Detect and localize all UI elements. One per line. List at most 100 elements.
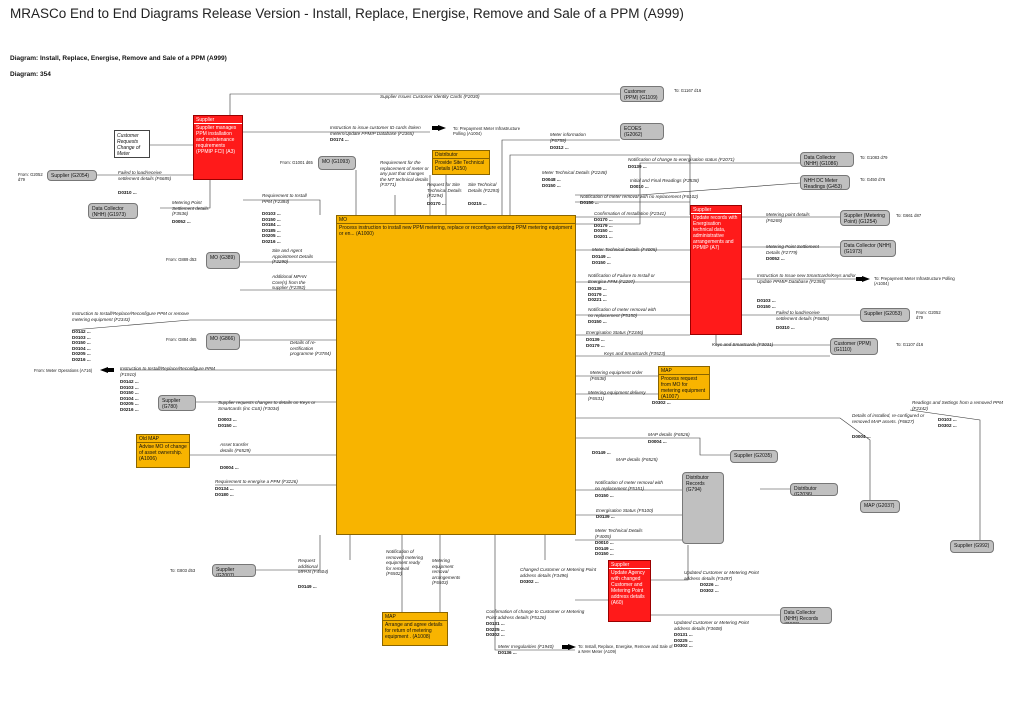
- ref-note: From: Meter Operations (A716): [34, 368, 93, 373]
- flow-label: MAP details (F6526): [648, 432, 690, 437]
- map-order-header: MAP: [659, 368, 709, 375]
- flow-label: MAP details (F6525): [616, 457, 658, 462]
- party-map-g2037[interactable]: MAP (G2037): [860, 500, 900, 513]
- flow-codes: D0310 ...: [118, 190, 137, 195]
- arrow-right-icon: [568, 644, 576, 650]
- party-dc-nhh-right[interactable]: Data Collector (NHH) (G1086): [800, 152, 854, 167]
- arrow-right-icon: [432, 126, 438, 130]
- supplier-update-text: Update records with Energisation technic…: [693, 215, 738, 251]
- flow-codes: D0004 ...: [648, 439, 667, 444]
- supplier-agency-process[interactable]: Supplier Update Agency with changed Cust…: [608, 560, 651, 622]
- flow-codes: D0052 ...: [766, 256, 785, 261]
- flow-codes: D0170 ...: [427, 201, 446, 206]
- connector-line: [575, 162, 800, 225]
- connector-line: [575, 182, 801, 196]
- map-order-process[interactable]: MAP Process request from MO for metering…: [658, 366, 710, 400]
- connector-line: [715, 335, 830, 346]
- flow-codes: D0170 ... D0179 ... D0150 ... D0201 ...: [594, 217, 613, 239]
- connector-line: [229, 93, 620, 115]
- ref-note: To: Install, Replace, Energise, Remove a…: [578, 644, 673, 654]
- flow-label: Additional MPAN Core(s) from the supplie…: [272, 274, 307, 291]
- ref-note: To: G1107 d16: [896, 342, 924, 347]
- old-map-text: Advise MO of change of asset ownership. …: [139, 444, 187, 462]
- supplier-update-process[interactable]: Supplier Update records with Energisatio…: [690, 205, 742, 335]
- flow-label: Supplier Issues Customer Identity Cards …: [380, 94, 480, 99]
- flow-label: Meter Irregularities (F1940): [498, 644, 554, 649]
- customer-request-text: Customer Requests Change of Meter (F2050…: [117, 133, 141, 157]
- flow-label: Requirement to energise a PPM (F3226): [215, 479, 298, 484]
- supplier-ppm-header: Supplier: [194, 117, 242, 124]
- party-dc-nhh-right2[interactable]: Data Collector (NHH) (G1973): [840, 240, 896, 257]
- flow-codes: D0003 ... D0150 ...: [218, 417, 237, 428]
- flow-label: Metering Point Settlement details (F3536…: [172, 200, 209, 217]
- flow-label: Initial and Final Readings (F2538): [630, 178, 699, 183]
- flow-codes: D0142 ... D0103 ... D0150 ... D0104 ... …: [120, 379, 139, 412]
- party-supplier-g2035[interactable]: Supplier (G2035): [730, 450, 778, 463]
- page-title: MRASCo End to End Diagrams Release Versi…: [10, 6, 684, 21]
- flow-codes: D0139 ... D0179 ...: [586, 337, 605, 348]
- flow-label: Metering equipment removal arrangements …: [432, 558, 461, 586]
- ref-note: From: G1001 d65: [280, 160, 313, 165]
- flow-codes: D0149 ...: [592, 450, 611, 455]
- flow-codes: D0302 ...: [652, 400, 671, 405]
- flow-label: Notification of meter removal with no re…: [588, 307, 656, 318]
- party-customer-top[interactable]: Customer (PPM) (G1109): [620, 86, 664, 102]
- flow-codes: D0310 ...: [776, 325, 795, 330]
- supplier-ppm-process[interactable]: Supplier Supplier manages PPM installati…: [193, 115, 243, 180]
- flow-codes: D0010 ... D0149 ... D0150 ...: [595, 540, 614, 557]
- ref-note: To: G803 d53: [170, 568, 196, 573]
- flow-codes: D0052 ...: [172, 219, 191, 224]
- ref-note: To: Prepayment Meter Infrastructure Poll…: [874, 276, 955, 286]
- flow-label: Details of installed, re-configured or r…: [852, 413, 925, 424]
- flow-codes: D0149 ... D0150 ...: [592, 254, 611, 265]
- arrow-right-icon: [856, 277, 862, 281]
- diagram-number: Diagram: 354: [10, 71, 51, 78]
- party-ecoes[interactable]: ECOES (G2062): [620, 123, 664, 140]
- flow-label: Meter Technical Details (F4005): [592, 247, 657, 252]
- flow-label: Notification of Failure to Install or En…: [588, 273, 655, 284]
- flow-codes: D0174 ...: [330, 137, 349, 142]
- distributor-process[interactable]: Distributor Provide Site Technical Detai…: [432, 150, 490, 175]
- party-mo-g389[interactable]: MO (G389): [206, 252, 240, 269]
- flow-codes: D0134 ... D0180 ...: [215, 486, 234, 497]
- old-map-process[interactable]: Old MAP Advise MO of change of asset own…: [136, 434, 190, 468]
- ref-note: From: G2052 d79: [916, 310, 941, 320]
- arrow-right-icon: [862, 276, 870, 282]
- flow-label: Details of re-certification programme (F…: [290, 340, 331, 357]
- flow-codes: D0131 ... D0225 ... D0302 ...: [674, 632, 693, 649]
- party-dc-nhh-left[interactable]: Data Collector (NHH) (G1973): [88, 203, 138, 219]
- map-return-process[interactable]: MAP Arrange and agree details for return…: [382, 612, 448, 646]
- party-customer-g1110[interactable]: Customer (PPM) (G1110): [830, 338, 878, 355]
- supplier-update-header: Supplier: [691, 207, 741, 214]
- party-nhh-dc-meter[interactable]: NHH DC Meter Readings (G453): [800, 175, 850, 190]
- map-return-text: Arrange and agree details for return of …: [385, 622, 443, 640]
- party-mo-g866[interactable]: MO (G866): [206, 333, 240, 350]
- supplier-agency-text: Update Agency with changed Customer and …: [611, 570, 645, 606]
- diagram-name: Diagram: Install, Replace, Energise, Rem…: [10, 55, 227, 62]
- customer-request-box[interactable]: Customer Requests Change of Meter (F2050…: [114, 130, 150, 158]
- old-map-header: Old MAP: [137, 436, 189, 443]
- connector-line: [160, 180, 211, 209]
- flow-label: Metering equipment order (F6538): [590, 370, 643, 381]
- party-supplier-g2007[interactable]: Supplier (G2007): [212, 564, 256, 577]
- flow-label: Metering point details (F6269): [766, 212, 810, 223]
- party-supplier-g992[interactable]: Supplier (G992): [950, 540, 994, 553]
- party-supplier-g2053[interactable]: Supplier (G2053): [860, 308, 910, 322]
- flow-label: Metering Point Settlement Details (F2779…: [766, 244, 819, 255]
- party-mo-g1093[interactable]: MO (G1093): [318, 156, 356, 170]
- flow-label: Request for Site Technical Details (F229…: [427, 182, 462, 199]
- party-supplier-metering[interactable]: Supplier (Metering Point) (G1254): [840, 210, 890, 226]
- flow-label: Notification of change to energisation s…: [628, 157, 735, 162]
- party-distributor-records[interactable]: Distributor Records (G794): [682, 472, 724, 544]
- party-dc-records[interactable]: Data Collector (NHH) Records (G900): [780, 607, 832, 624]
- flow-codes: D0131 ... D0225 ... D0302 ...: [486, 621, 505, 638]
- flow-label: Site and Agent Appointment Details (F229…: [272, 248, 314, 265]
- party-supplier-left[interactable]: Supplier (G2054): [47, 170, 97, 181]
- ref-note: To: Prepayment Meter Infrastructure Poll…: [453, 126, 521, 136]
- party-supplier-g780[interactable]: Supplier (G780): [158, 395, 196, 411]
- party-distributor-g2036[interactable]: Distributor (G2036): [790, 483, 838, 496]
- mo-process-box[interactable]: MO Process instruction to install new PP…: [336, 215, 576, 535]
- ref-note: From: G2052 d79: [18, 172, 43, 182]
- mo-process-text: Process instruction to install new PPM m…: [339, 225, 573, 237]
- arrow-left-icon: [108, 368, 114, 372]
